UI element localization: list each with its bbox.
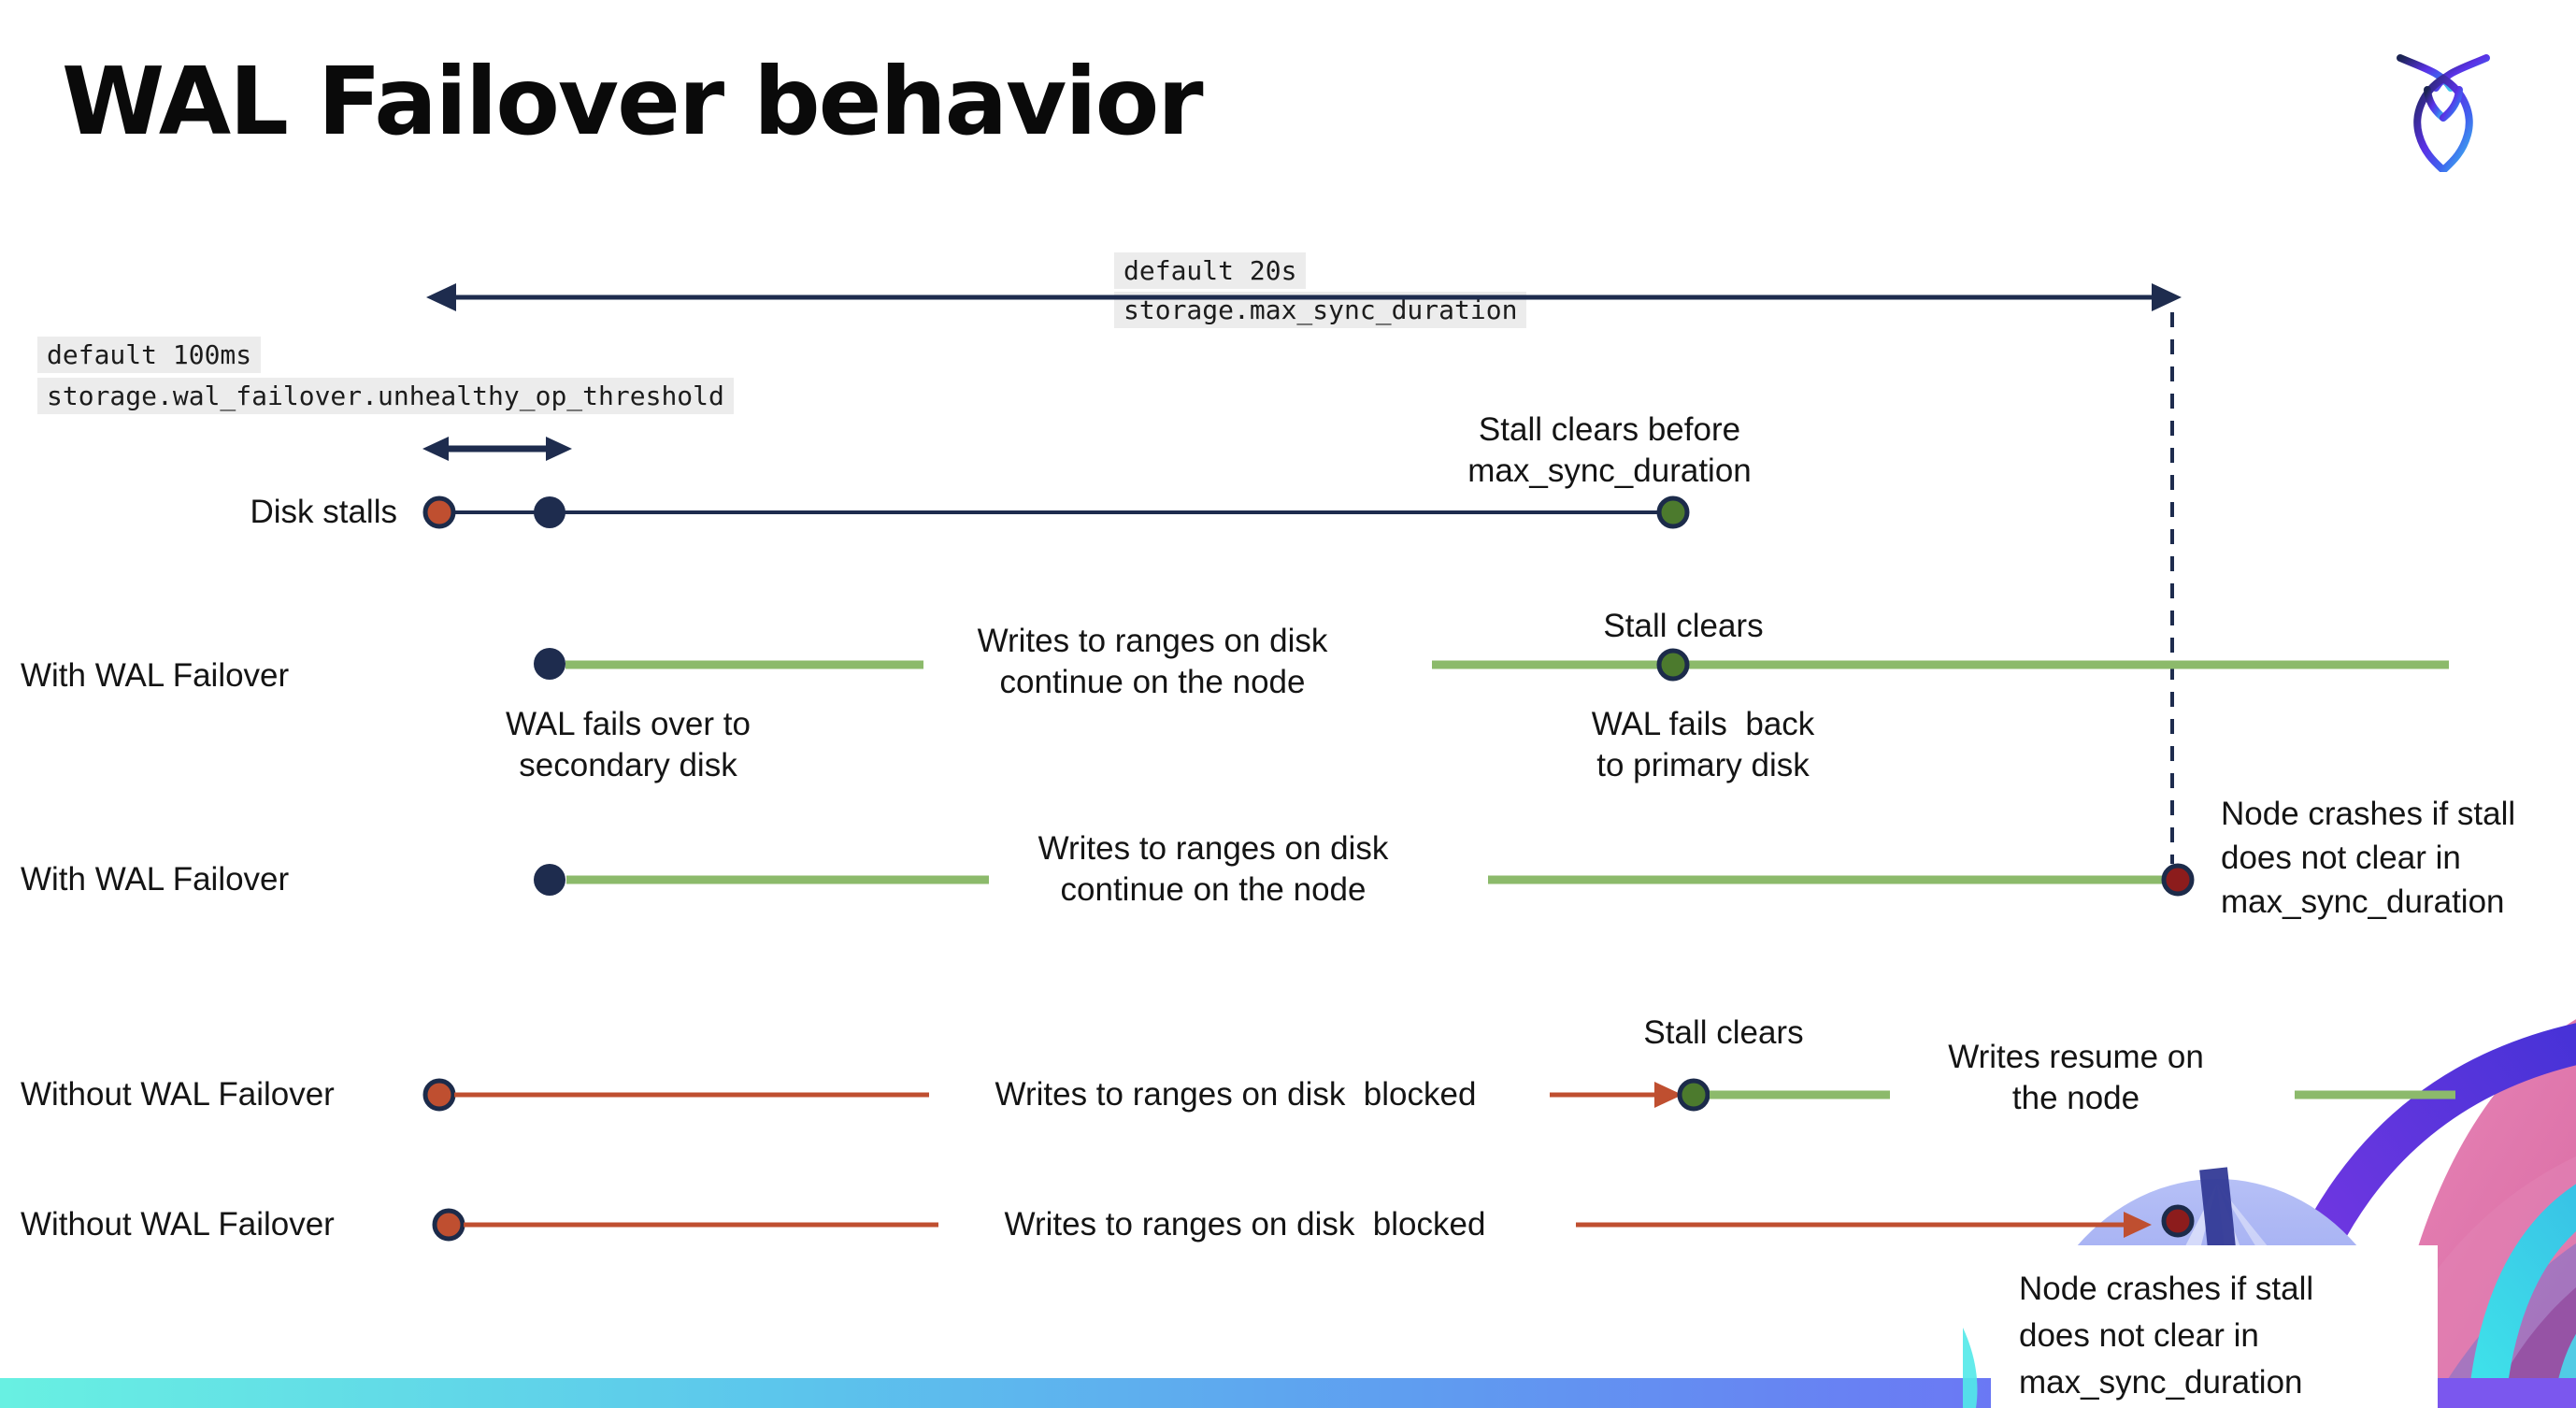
annotation-writes-continue-1: Writes to ranges on disk continue on the… — [977, 623, 1328, 700]
magenta-dome — [2487, 1287, 2576, 1408]
annotation-node-crashes-1: Node crashes if stall does not clear in … — [2221, 796, 2516, 920]
stall-clear-dot — [1656, 648, 1690, 682]
arrowhead-right-icon — [1654, 1082, 1682, 1108]
annotation-wal-fails-back: WAL fails back to primary disk — [1591, 706, 1815, 783]
page-title: WAL Failover behavior — [62, 47, 1204, 156]
arrowhead-right-icon — [2124, 1212, 2152, 1238]
crash-callout-box: Node crashes if stall does not clear in … — [1991, 1245, 2438, 1408]
arrowhead-right-icon — [546, 437, 572, 461]
roach-wing-left — [2424, 86, 2447, 122]
row-label-disk-stalls: Disk stalls — [250, 494, 397, 530]
code-chip: default 100ms — [37, 337, 262, 373]
stall-start-dot — [432, 1208, 465, 1242]
threshold-dot — [534, 496, 565, 528]
roach-body — [2413, 74, 2473, 172]
stall-clear-dot — [1656, 496, 1690, 529]
crash-dot — [2161, 863, 2195, 897]
stall-clear-dot — [1677, 1078, 1710, 1112]
threshold-setting-label: storage.wal_failover.unhealthy_op_thresh… — [37, 378, 734, 414]
arrowhead-right-icon — [2152, 283, 2182, 311]
threshold-default-label: default 100ms — [37, 337, 262, 373]
row-label-without-wal-failover-1: Without WAL Failover — [21, 1076, 335, 1113]
row-label-without-wal-failover-2: Without WAL Failover — [21, 1206, 335, 1243]
stall-start-dot — [422, 1078, 456, 1112]
annotation-node-crashes-2: Node crashes if stall does not clear in … — [2019, 1271, 2314, 1401]
annotation-writes-resume: Writes resume on the node — [1948, 1039, 2204, 1116]
code-chip: default 20s — [1114, 252, 1307, 289]
roach-wing-right — [2440, 86, 2463, 122]
max-sync-default-label: default 20s — [1114, 252, 1307, 289]
crash-dot — [2161, 1204, 2195, 1238]
cyan-sliver — [1963, 1328, 1978, 1408]
failover-dot — [534, 864, 565, 896]
annotation-stall-clears-2: Stall clears — [1643, 1014, 1804, 1051]
annotation-stall-clears-before: Stall clears before max_sync_duration — [1467, 411, 1752, 489]
arrowhead-left-icon — [422, 437, 449, 461]
code-chip: storage.wal_failover.unhealthy_op_thresh… — [37, 378, 734, 414]
antenna-right — [2432, 54, 2490, 92]
row-label-with-wal-failover-1: With WAL Failover — [21, 657, 290, 694]
annotation-writes-continue-2: Writes to ranges on disk continue on the… — [1038, 830, 1389, 908]
annotation-stall-clears-1: Stall clears — [1603, 608, 1764, 644]
annotation-writes-blocked-1: Writes to ranges on disk blocked — [995, 1076, 1477, 1113]
annotation-wal-fails-over: WAL fails over to secondary disk — [506, 706, 751, 783]
row-label-with-wal-failover-2: With WAL Failover — [21, 861, 290, 898]
cyan-arch-large — [2468, 1184, 2576, 1408]
failover-dot — [534, 648, 565, 680]
cockroachdb-roach-icon — [2397, 54, 2490, 172]
stall-start-dot — [422, 496, 456, 529]
annotation-writes-blocked-2: Writes to ranges on disk blocked — [1004, 1206, 1486, 1243]
arrowhead-left-icon — [426, 283, 456, 311]
